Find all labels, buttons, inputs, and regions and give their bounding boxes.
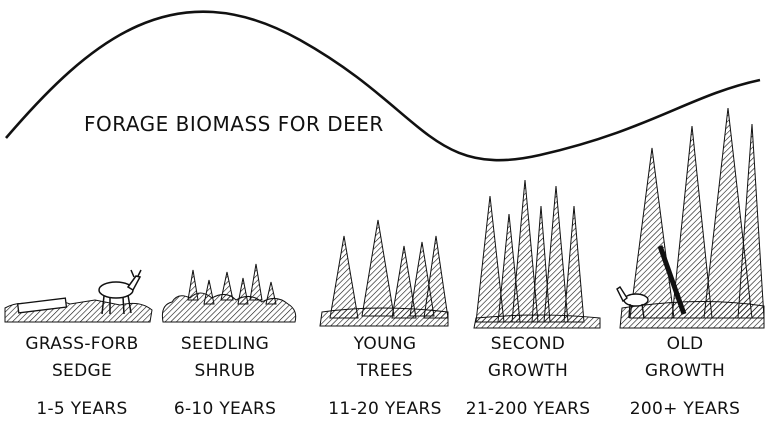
stage-name-line2: SEDGE [12,358,152,385]
stage-years: 6-10 YEARS [155,396,295,423]
grass-forb-scene [5,270,152,322]
stage-years: 200+ YEARS [615,396,755,423]
stage-old-growth: OLD GROWTH 200+ YEARS [615,331,755,423]
stage-name-line2: GROWTH [615,358,755,385]
stage-young-trees: YOUNG TREES 11-20 YEARS [315,331,455,423]
stage-name-line1: OLD [615,331,755,358]
stage-seedling-shrub: SEEDLING SHRUB 6-10 YEARS [155,331,295,423]
stage-second-growth: SECOND GROWTH 21-200 YEARS [458,331,598,423]
stage-name-line2: TREES [315,358,455,385]
stage-name-line1: YOUNG [315,331,455,358]
stage-grass-forb: GRASS-FORB SEDGE 1-5 YEARS [12,331,152,423]
forage-biomass-curve [6,12,760,161]
stage-years: 11-20 YEARS [315,396,455,423]
stage-years: 1-5 YEARS [12,396,152,423]
stage-name-line1: SECOND [458,331,598,358]
forage-biomass-label: FORAGE BIOMASS FOR DEER [84,112,384,136]
stage-name-line2: SHRUB [155,358,295,385]
seedling-shrub-scene [162,264,295,322]
stage-name-line1: GRASS-FORB [12,331,152,358]
stage-years: 21-200 YEARS [458,396,598,423]
second-growth-scene [474,180,600,328]
stage-name-line2: GROWTH [458,358,598,385]
young-trees-scene [320,220,448,326]
stage-name-line1: SEEDLING [155,331,295,358]
